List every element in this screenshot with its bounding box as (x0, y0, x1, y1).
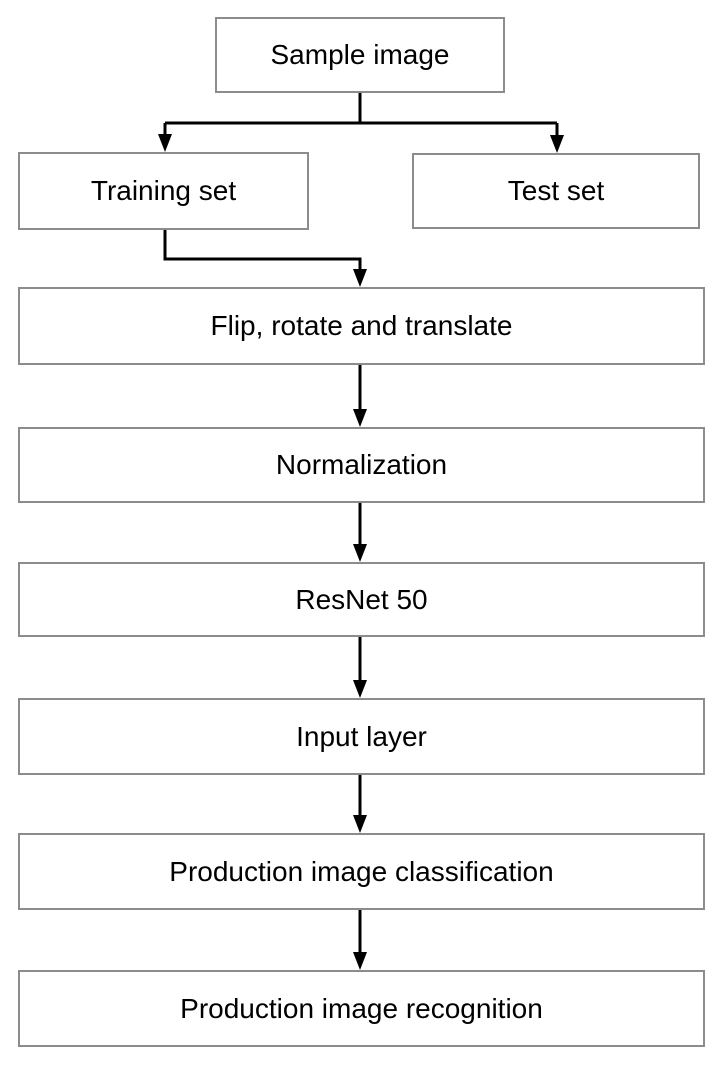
arrowhead-recognition (353, 952, 367, 970)
arrowhead-normalization (353, 409, 367, 427)
arrowhead-input (353, 680, 367, 698)
node-label: Flip, rotate and translate (210, 310, 513, 342)
node-test-set: Test set (412, 153, 700, 229)
arrowheads (158, 134, 564, 970)
node-label: Production image classification (169, 855, 554, 887)
arrowhead-classification (353, 815, 367, 833)
node-label: ResNet 50 (295, 583, 428, 615)
arrowhead-test (550, 135, 564, 153)
node-label: Training set (90, 175, 237, 207)
arrowhead-flip (353, 269, 367, 287)
connector-lines (163, 93, 559, 955)
node-flip-rotate-translate: Flip, rotate and translate (18, 287, 705, 365)
node-label: Input layer (296, 720, 427, 752)
node-production-image-recognition: Production image recognition (18, 970, 705, 1047)
node-resnet-50: ResNet 50 (18, 562, 705, 637)
node-normalization: Normalization (18, 427, 705, 503)
node-production-image-classification: Production image classification (18, 833, 705, 910)
node-label: Normalization (275, 449, 448, 481)
arrowhead-training (158, 134, 172, 152)
node-input-layer: Input layer (18, 698, 705, 775)
node-training-set: Training set (18, 152, 309, 230)
node-label: Production image recognition (180, 992, 543, 1024)
node-label: Test set (507, 175, 605, 207)
arrowhead-resnet (353, 544, 367, 562)
node-label: Sample image (270, 39, 450, 71)
connector-training-to-flip (163, 230, 362, 272)
node-sample-image: Sample image (215, 17, 505, 93)
